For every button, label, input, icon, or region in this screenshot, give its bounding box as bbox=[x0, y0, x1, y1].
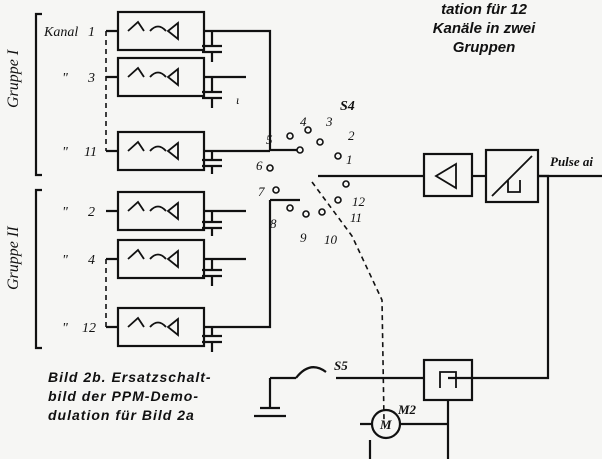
contact-label: 2 bbox=[348, 128, 355, 143]
contact-label: 6 bbox=[256, 158, 263, 173]
kanal-prefix: Kanal bbox=[43, 25, 78, 40]
channel-11-box bbox=[116, 130, 206, 172]
channel-12-box bbox=[116, 306, 206, 348]
s5-label: S5 bbox=[334, 358, 348, 373]
group-1-bracket bbox=[34, 12, 42, 177]
channel-2-label: 2 bbox=[88, 205, 95, 220]
group-1-label: Gruppe I bbox=[5, 49, 22, 108]
figure-caption-line: bild der PPM-Demo- bbox=[48, 388, 200, 404]
top-caption-line: Kanäle in zwei bbox=[432, 20, 536, 37]
ditto-mark-4: " bbox=[62, 253, 68, 268]
ditto-mark-2: " bbox=[62, 145, 68, 160]
group-2-bracket bbox=[34, 188, 42, 350]
contact-label: 12 bbox=[352, 194, 366, 209]
channel-4-box bbox=[116, 238, 206, 280]
top-caption-line: tation für 12 bbox=[441, 1, 527, 18]
contact-label: 9 bbox=[300, 230, 307, 245]
ditto-mark-5: " bbox=[62, 321, 68, 336]
contact-label: 1 bbox=[346, 152, 353, 167]
monoflop-box bbox=[422, 358, 474, 402]
ditto-mark-1: " bbox=[62, 71, 68, 86]
amplifier-box bbox=[422, 152, 474, 198]
contact-label: 11 bbox=[350, 210, 362, 225]
figure-caption-line: dulation für Bild 2a bbox=[48, 407, 195, 423]
switch-s4-label: S4 bbox=[340, 99, 355, 114]
channel-3-box bbox=[116, 56, 206, 98]
channel-1-label: 1 bbox=[88, 25, 95, 40]
channel-3-label: 3 bbox=[87, 71, 95, 86]
channel-1-box bbox=[116, 10, 206, 52]
contact-label: 4 bbox=[300, 114, 307, 129]
contact-label: 7 bbox=[258, 184, 265, 199]
s5-contact bbox=[295, 366, 327, 379]
figure-caption: Bild 2b. Ersatzschalt- bild der PPM-Demo… bbox=[48, 368, 248, 425]
contact-label: 5 bbox=[266, 132, 273, 147]
small-mark: ι bbox=[236, 93, 239, 107]
contact-label: 8 bbox=[270, 216, 277, 231]
channel-4-label: 4 bbox=[88, 253, 95, 268]
top-caption: tation für 12 Kanäle in zwei Gruppen bbox=[398, 0, 570, 57]
channel-2-box bbox=[116, 190, 206, 232]
contact-label: 3 bbox=[325, 114, 333, 129]
m2-label: M2 bbox=[397, 402, 417, 417]
ditto-mark-3: " bbox=[62, 205, 68, 220]
channel-12-label: 12 bbox=[82, 321, 96, 336]
group-2-label: Gruppe II bbox=[5, 226, 22, 290]
top-caption-line: Gruppen bbox=[452, 39, 516, 56]
contact-label: 10 bbox=[324, 232, 338, 247]
figure-caption-line: Bild 2b. Ersatzschalt- bbox=[48, 369, 212, 385]
channel-11-label: 11 bbox=[84, 145, 97, 160]
pulse-in-label: Pulse ai bbox=[550, 154, 593, 169]
motor-label: M bbox=[379, 417, 392, 432]
